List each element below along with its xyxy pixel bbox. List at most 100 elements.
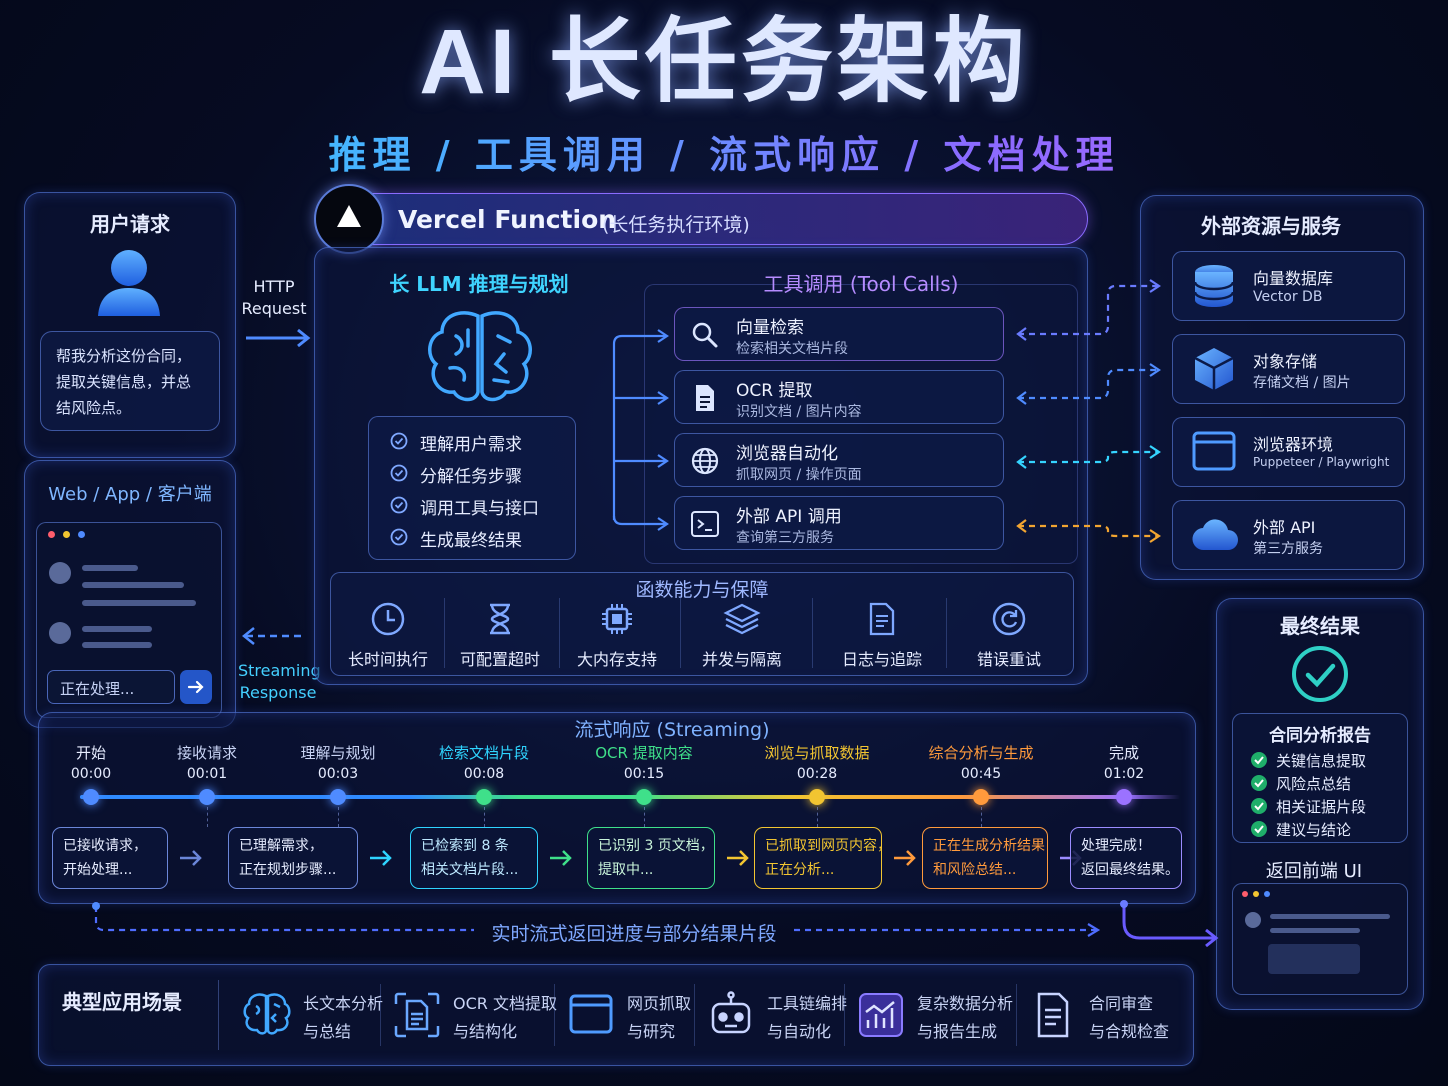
milestone-dot: [1116, 789, 1132, 805]
user-message-line1: 帮我分析这份合同，: [56, 347, 192, 365]
check-circle-icon: [390, 464, 408, 482]
contract-icon: [1037, 992, 1069, 1038]
milestone-label: 理解与规划: [300, 744, 376, 762]
chip-icon: [602, 604, 632, 634]
clock-icon: [371, 602, 405, 636]
stream-step-line1: 已检索到 8 条: [421, 838, 509, 854]
tool-card-1[interactable]: [674, 307, 1004, 361]
scenario-line1: 网页抓取: [627, 994, 692, 1013]
window-dot-blue: [78, 531, 85, 538]
page-subtitle: 推理 / 工具调用 / 流式响应 / 文档处理: [0, 132, 1448, 178]
milestone-label: 完成: [1108, 744, 1139, 762]
capability-divider: [444, 598, 445, 668]
tool-name: 浏览器自动化: [736, 444, 838, 464]
check-icon: [1251, 752, 1267, 768]
robot-icon: [711, 991, 751, 1034]
scenario-line2: 与结构化: [453, 1022, 518, 1041]
streaming-title: 流式响应 (Streaming): [574, 719, 770, 741]
retry-icon: [992, 602, 1026, 636]
tool-desc: 检索相关文档片段: [736, 341, 848, 357]
page-title: AI 长任务架构: [419, 11, 1029, 113]
return-ui-title: 返回前端 UI: [1265, 861, 1363, 882]
tool-desc: 查询第三方服务: [736, 530, 834, 546]
scenarios-title: 典型应用场景: [62, 990, 182, 1014]
client-panel-title: Web / App / 客户端: [48, 484, 212, 505]
brain-icon: [428, 311, 532, 402]
chat-avatar: [49, 562, 71, 584]
scenario-divider: [844, 984, 845, 1046]
stream-step-card: 正在生成分析结果和风险总结...: [922, 827, 1048, 889]
stream-step-line2: 相关文档片段...: [421, 862, 519, 878]
contract-report-title: 合同分析报告: [1269, 726, 1371, 746]
milestone-dot: [973, 789, 989, 805]
scenario-line1: OCR 文档提取: [453, 994, 557, 1013]
check-icon: [1251, 775, 1267, 791]
stream-step-line2: 和风险总结...: [933, 862, 1017, 878]
chat-line: [82, 642, 152, 648]
tool-card-3[interactable]: [674, 433, 1004, 487]
milestone-time: 00:00: [70, 766, 112, 782]
milestone-connector: [981, 807, 982, 827]
stream-step-card: 已理解需求，正在规划步骤...: [228, 827, 358, 889]
user-message-line2: 提取关键信息，并总: [56, 373, 192, 391]
stream-step-line1: 已识别 3 页文档，: [598, 838, 714, 854]
vercel-function-env: (长任务执行环境): [602, 214, 750, 236]
streaming-response-arrow: [241, 627, 304, 645]
milestone-connector: [817, 807, 818, 827]
box-icon: [1194, 348, 1234, 390]
milestone-dot: [330, 789, 346, 805]
browser-window-icon: [569, 994, 613, 1034]
chat-line: [82, 582, 184, 588]
check-circle-icon: [390, 528, 408, 546]
external-card-2[interactable]: [1172, 334, 1405, 404]
scenario-divider: [1016, 984, 1017, 1046]
check-circle-icon: [390, 432, 408, 450]
external-desc: Puppeteer / Playwright: [1253, 455, 1390, 469]
tool-card-2[interactable]: [674, 370, 1004, 424]
vercel-function-name: Vercel Function: [398, 205, 617, 234]
stream-step-card: 处理完成！返回最终结果。: [1070, 827, 1182, 889]
browser-window-icon: [1192, 431, 1236, 471]
processing-input[interactable]: [47, 670, 175, 704]
check-icon: [1251, 798, 1267, 814]
external-card-3[interactable]: [1172, 417, 1405, 487]
report-check-item: 风险点总结: [1276, 775, 1352, 793]
scenario-line2: 与自动化: [767, 1022, 832, 1041]
tool-card-4[interactable]: [674, 496, 1004, 550]
vercel-header-bar: [326, 193, 1088, 245]
stream-footer-line: [92, 900, 1219, 948]
stream-step-card: 已接收请求，开始处理...: [52, 827, 168, 889]
result-line: [1270, 914, 1390, 919]
capability-divider: [558, 598, 560, 668]
tool-desc: 抓取网页 / 操作页面: [736, 467, 862, 483]
llm-title: 长 LLM 推理与规划: [389, 272, 569, 296]
scenario-divider: [380, 984, 381, 1046]
database-icon: [1193, 265, 1235, 307]
tool-name: 向量检索: [736, 318, 804, 338]
arrow-right-icon: [727, 850, 749, 866]
chat-line: [82, 626, 152, 632]
scenario-line2: 与总结: [303, 1022, 352, 1041]
external-name: 外部 API: [1253, 518, 1316, 537]
report-check-item: 关键信息提取: [1276, 752, 1367, 770]
log-document-icon: [869, 602, 895, 636]
request-label: Request: [241, 299, 307, 318]
milestone-label: 综合分析与生成: [928, 744, 1034, 762]
user-request-title: 用户请求: [90, 212, 170, 236]
milestone-label: 检索文档片段: [438, 744, 529, 762]
stream-step-line2: 提取中...: [598, 862, 654, 878]
tool-connection-lines: [1016, 279, 1161, 543]
scenarios-panel: [38, 964, 1194, 1066]
window-dot-red: [1242, 891, 1248, 897]
capability-label: 并发与隔离: [701, 650, 782, 669]
external-desc: 存储文档 / 图片: [1253, 375, 1351, 391]
milestone-time: 00:15: [623, 766, 665, 782]
llm-steps-card: [368, 416, 576, 560]
http-request-arrow: [246, 328, 311, 348]
arrow-right-icon: [180, 850, 202, 866]
tool-name: 外部 API 调用: [736, 507, 842, 527]
stream-step-card: 已抓取到网页内容，正在分析...: [754, 827, 891, 889]
external-desc: Vector DB: [1253, 289, 1323, 305]
milestone-time: 00:45: [960, 766, 1002, 782]
stream-step-line2: 返回最终结果。: [1081, 862, 1179, 878]
